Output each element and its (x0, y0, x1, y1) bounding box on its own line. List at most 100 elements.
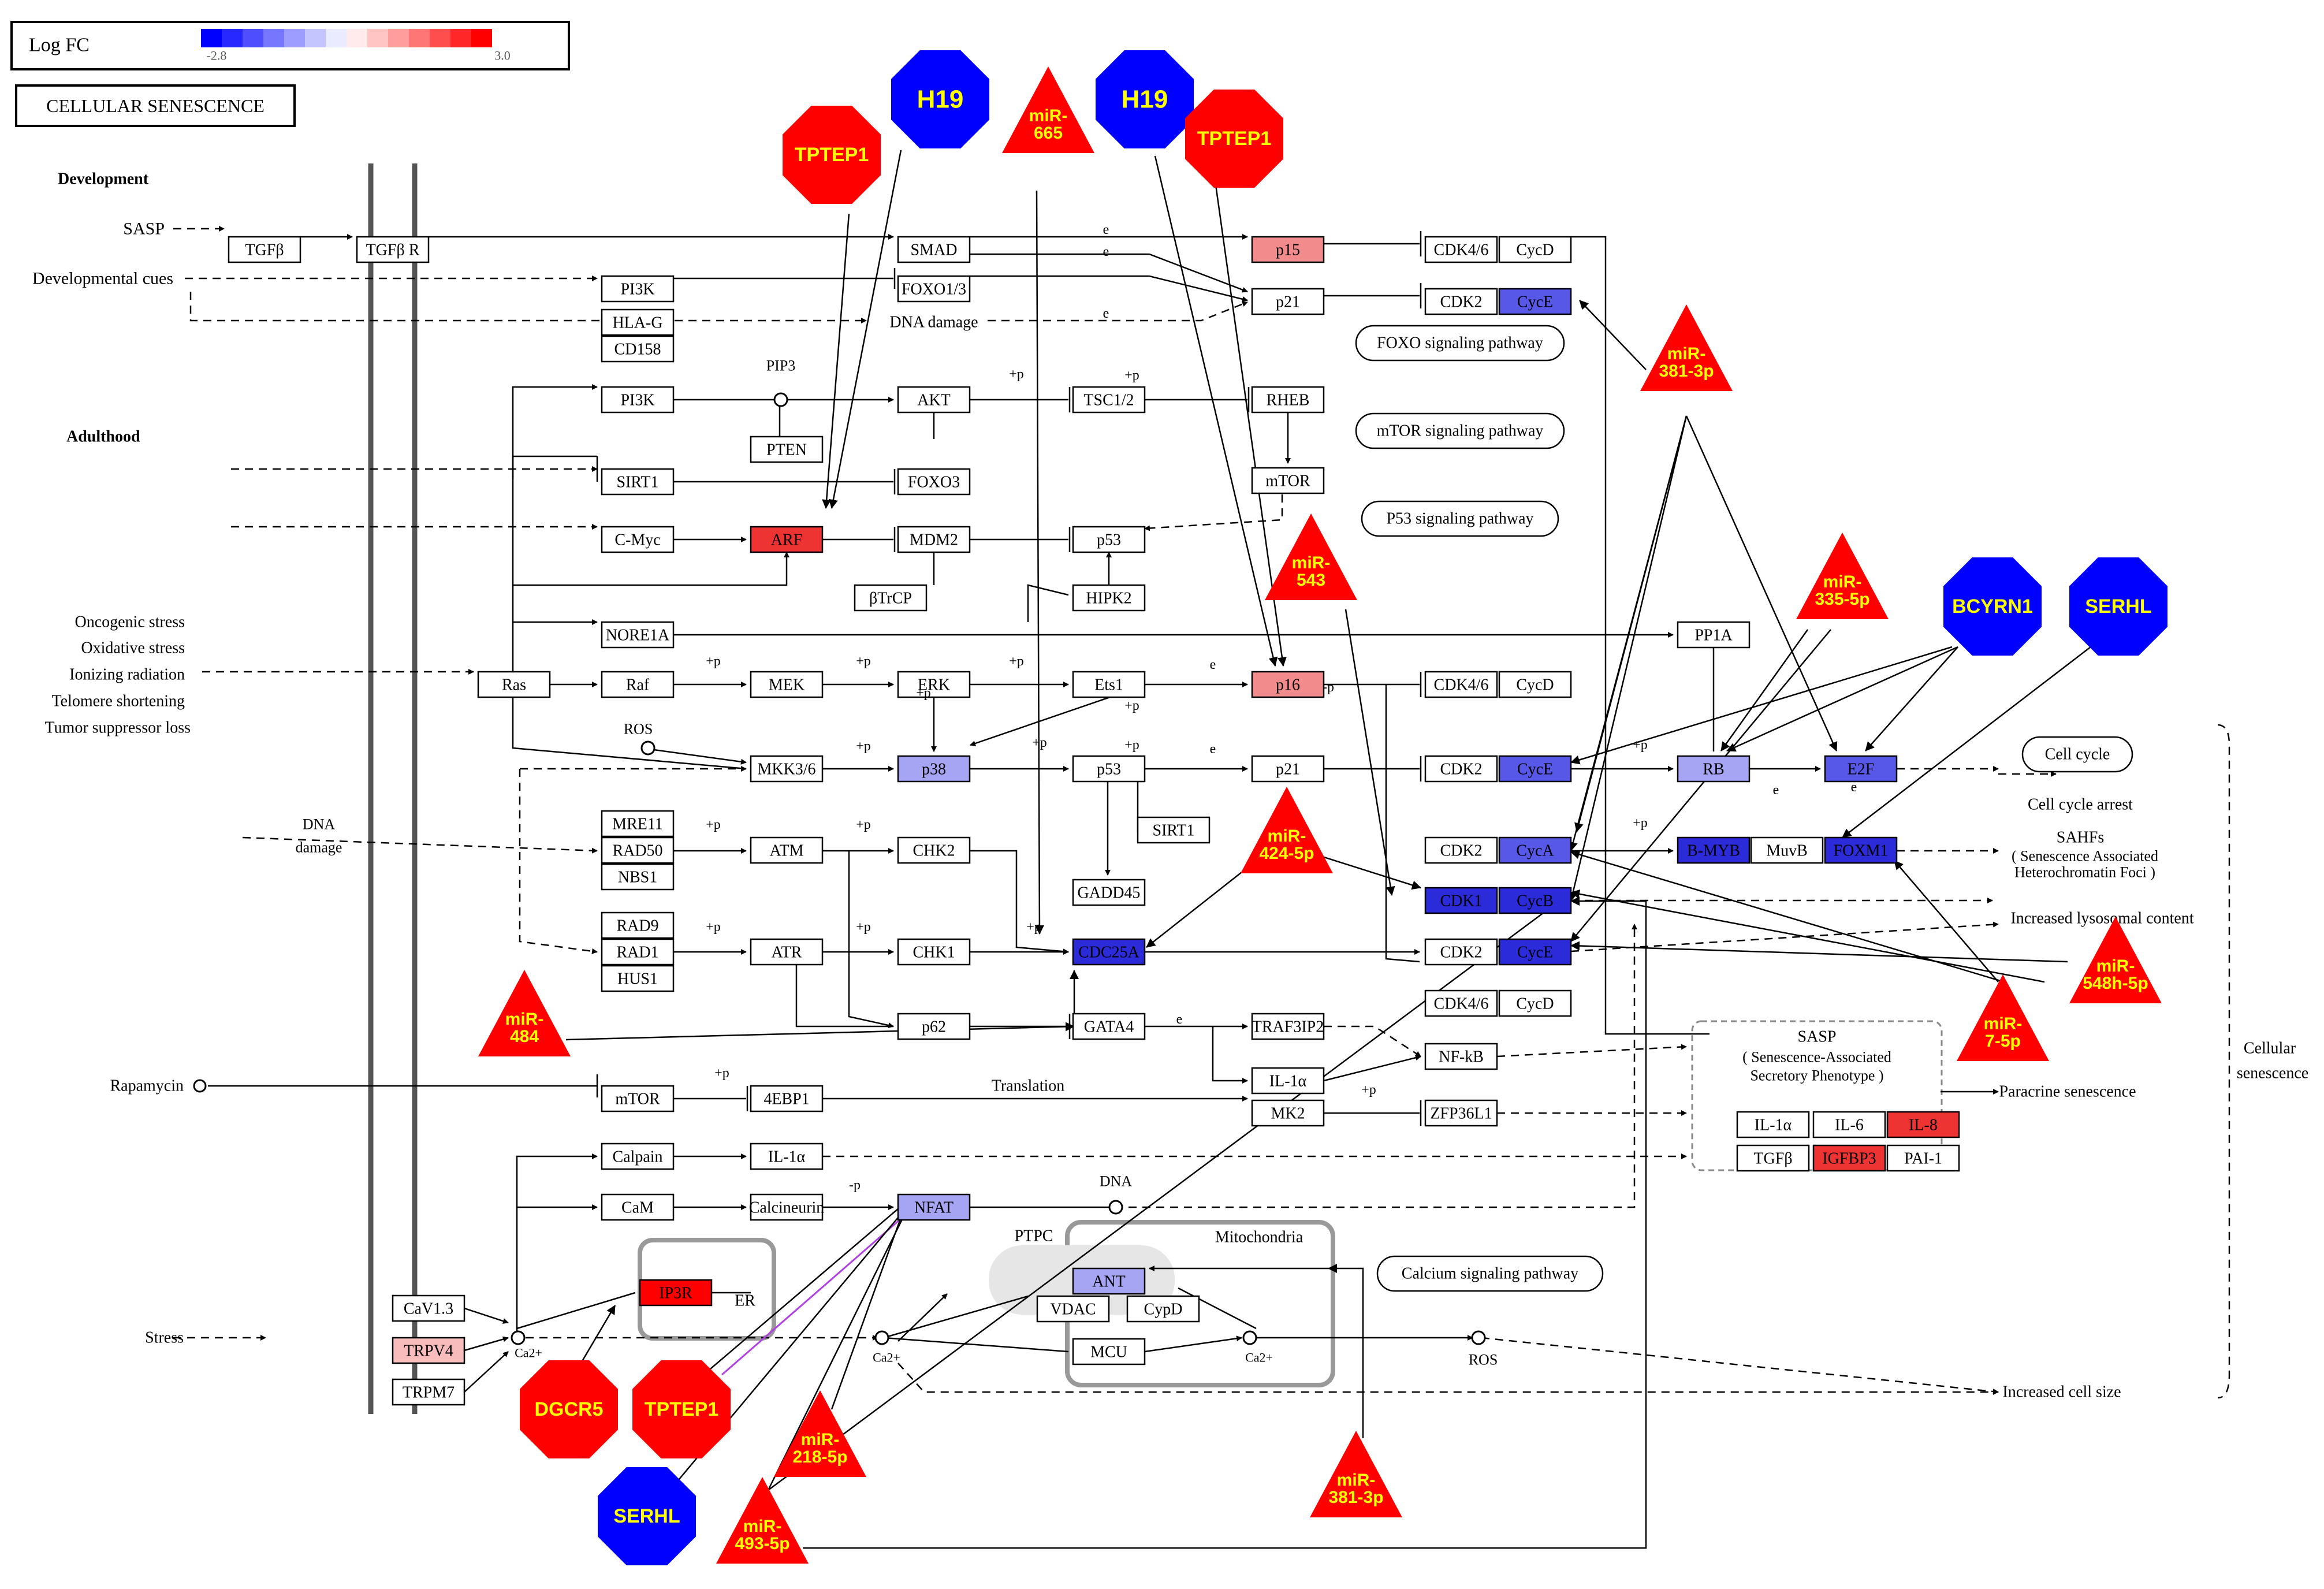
gene-node-chk1[interactable]: CHK1 (897, 938, 971, 966)
gene-node-nf-kb[interactable]: NF-kB (1424, 1043, 1498, 1070)
gene-node-cam[interactable]: CaM (601, 1193, 675, 1221)
gene-node-raf[interactable]: Raf (601, 671, 675, 698)
regulator-mir-484[interactable]: miR-484 (478, 970, 571, 1056)
gene-node-ets1[interactable]: Ets1 (1072, 671, 1146, 698)
pathway-ref-foxo-signaling-pathway[interactable]: FOXO signaling pathway (1355, 325, 1565, 362)
gene-node-smad[interactable]: SMAD (897, 236, 971, 263)
gene-node-cdc25a[interactable]: CDC25A (1072, 938, 1146, 966)
gene-node-il-6[interactable]: IL-6 (1812, 1111, 1886, 1138)
gene-node-rad9[interactable]: RAD9 (601, 911, 675, 939)
regulator-tptep1[interactable]: TPTEP1 (783, 106, 881, 204)
gene-node-cyce[interactable]: CycE (1498, 288, 1572, 315)
gene-node-cyca[interactable]: CycA (1498, 836, 1572, 864)
gene-node-cypd[interactable]: CypD (1126, 1295, 1200, 1323)
gene-node-il-1[interactable]: IL-1α (1251, 1067, 1325, 1095)
gene-node-cdk4-6[interactable]: CDK4/6 (1424, 236, 1498, 263)
gene-node-rad1[interactable]: RAD1 (601, 938, 675, 966)
gene-node-pai-1[interactable]: PAI-1 (1886, 1144, 1960, 1172)
regulator-tptep1[interactable]: TPTEP1 (632, 1360, 731, 1458)
gene-node-gadd45[interactable]: GADD45 (1072, 879, 1146, 906)
gene-node-p21[interactable]: p21 (1251, 288, 1325, 315)
gene-node-trcp[interactable]: βTrCP (854, 584, 928, 612)
gene-node-arf[interactable]: ARF (750, 526, 824, 553)
regulator-mir-7-5p[interactable]: miR-7-5p (1957, 974, 2049, 1061)
gene-node-ip3r[interactable]: IP3R (639, 1279, 713, 1307)
regulator-h19[interactable]: H19 (1096, 50, 1194, 148)
gene-node-nfat[interactable]: NFAT (897, 1193, 971, 1221)
gene-node-ras[interactable]: Ras (477, 671, 551, 698)
gene-node-p21[interactable]: p21 (1251, 755, 1325, 783)
gene-node-calcineurin[interactable]: Calcineurin (749, 1193, 825, 1221)
gene-node-cdk2[interactable]: CDK2 (1424, 755, 1498, 783)
gene-node-cdk2[interactable]: CDK2 (1424, 938, 1498, 966)
gene-node-traf3ip2[interactable]: TRAF3IP2 (1251, 1013, 1325, 1040)
gene-node-e2f[interactable]: E2F (1824, 755, 1898, 783)
gene-node-hipk2[interactable]: HIPK2 (1072, 584, 1146, 612)
gene-node-il-8[interactable]: IL-8 (1886, 1111, 1960, 1138)
regulator-mir-493-5p[interactable]: miR-493-5p (716, 1477, 809, 1564)
gene-node-pten[interactable]: PTEN (750, 436, 824, 463)
gene-node-mdm2[interactable]: MDM2 (897, 526, 971, 553)
gene-node-pi3k[interactable]: PI3K (601, 275, 675, 303)
gene-node-mcu[interactable]: MCU (1072, 1338, 1146, 1365)
regulator-dgcr5[interactable]: DGCR5 (520, 1360, 618, 1458)
regulator-serhl[interactable]: SERHL (598, 1467, 696, 1565)
regulator-tptep1[interactable]: TPTEP1 (1185, 90, 1283, 188)
gene-node-foxo3[interactable]: FOXO3 (897, 468, 971, 496)
gene-node-nbs1[interactable]: NBS1 (601, 863, 675, 891)
gene-node-zfp36l1[interactable]: ZFP36L1 (1424, 1099, 1498, 1127)
gene-node-akt[interactable]: AKT (897, 386, 971, 414)
gene-node-cdk4-6[interactable]: CDK4/6 (1424, 671, 1498, 698)
gene-node-mtor[interactable]: mTOR (1251, 467, 1325, 494)
gene-node-tsc1-2[interactable]: TSC1/2 (1072, 386, 1146, 414)
gene-node-erk[interactable]: ERK (897, 671, 971, 698)
gene-node-mk2[interactable]: MK2 (1251, 1099, 1325, 1127)
gene-node-atm[interactable]: ATM (750, 836, 824, 864)
gene-node-c-myc[interactable]: C-Myc (601, 526, 675, 553)
pathway-ref-cell-cycle[interactable]: Cell cycle (2021, 736, 2133, 773)
gene-node-tgf[interactable]: TGFβ (1736, 1144, 1810, 1172)
gene-node-foxo1-3[interactable]: FOXO1/3 (897, 275, 971, 303)
gene-node-cdk2[interactable]: CDK2 (1424, 288, 1498, 315)
gene-node-p62[interactable]: p62 (897, 1013, 971, 1040)
pathway-ref-p53-signaling-pathway[interactable]: P53 signaling pathway (1361, 500, 1559, 537)
regulator-mir-543[interactable]: miR-543 (1265, 513, 1357, 600)
gene-node-trpv4[interactable]: TRPV4 (392, 1337, 465, 1364)
regulator-bcyrn1[interactable]: BCYRN1 (1943, 557, 2042, 656)
gene-node-cycd[interactable]: CycD (1498, 236, 1572, 263)
gene-node-rb[interactable]: RB (1677, 755, 1751, 783)
gene-node-cdk1[interactable]: CDK1 (1424, 887, 1498, 914)
regulator-h19[interactable]: H19 (891, 50, 989, 148)
gene-node-il-1[interactable]: IL-1α (750, 1143, 824, 1170)
regulator-mir-548h-5p[interactable]: miR-548h-5p (2069, 917, 2162, 1003)
gene-node-pp1a[interactable]: PP1A (1677, 621, 1751, 649)
gene-node-il-1[interactable]: IL-1α (1736, 1111, 1810, 1138)
gene-node-hus1[interactable]: HUS1 (601, 965, 675, 992)
gene-node-gata4[interactable]: GATA4 (1072, 1013, 1146, 1040)
gene-node-chk2[interactable]: CHK2 (897, 836, 971, 864)
gene-node-foxm1[interactable]: FOXM1 (1824, 836, 1898, 864)
pathway-ref-mtor-signaling-pathway[interactable]: mTOR signaling pathway (1355, 412, 1565, 449)
pathway-ref-calcium-signaling-pathway[interactable]: Calcium signaling pathway (1376, 1255, 1604, 1292)
gene-node-trpm7[interactable]: TRPM7 (392, 1378, 465, 1406)
regulator-mir-381-3p[interactable]: miR-381-3p (1640, 304, 1733, 391)
gene-node-cycd[interactable]: CycD (1498, 671, 1572, 698)
gene-node-p16[interactable]: p16 (1251, 671, 1325, 698)
gene-node-calpain[interactable]: Calpain (601, 1143, 675, 1170)
gene-node-cycd[interactable]: CycD (1498, 989, 1572, 1017)
gene-node-cyce[interactable]: CycE (1498, 755, 1572, 783)
gene-node-p53[interactable]: p53 (1072, 526, 1146, 553)
gene-node-mkk3-6[interactable]: MKK3/6 (750, 755, 824, 783)
regulator-mir-424-5p[interactable]: miR-424-5p (1241, 787, 1333, 873)
gene-node-rad50[interactable]: RAD50 (601, 836, 675, 864)
gene-node-nore1a[interactable]: NORE1A (601, 621, 675, 649)
gene-node-b-myb[interactable]: B-MYB (1677, 836, 1751, 864)
gene-node-vdac[interactable]: VDAC (1036, 1295, 1110, 1323)
regulator-mir-381-3p[interactable]: miR-381-3p (1310, 1431, 1402, 1517)
regulator-mir-335-5p[interactable]: miR-335-5p (1796, 533, 1889, 619)
gene-node-cdk4-6[interactable]: CDK4/6 (1424, 989, 1498, 1017)
gene-node-muvb[interactable]: MuvB (1750, 836, 1824, 864)
gene-node-tgf[interactable]: TGFβ (228, 236, 301, 263)
regulator-mir-665[interactable]: miR-665 (1002, 66, 1094, 153)
gene-node-rheb[interactable]: RHEB (1251, 386, 1325, 414)
